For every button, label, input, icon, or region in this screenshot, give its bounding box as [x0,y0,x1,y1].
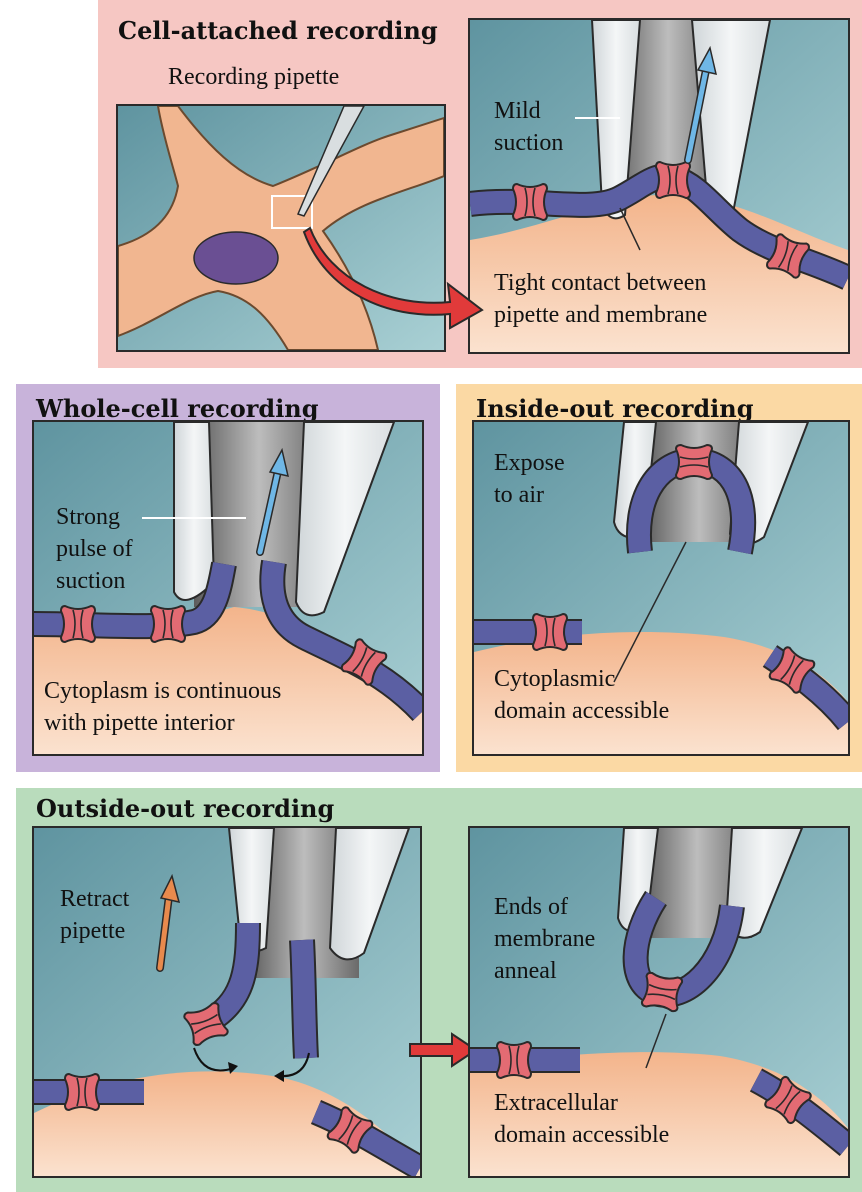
expose-air-label-line1: Expose [494,448,565,478]
recording-pipette-label: Recording pipette [168,62,339,92]
cytoplasmic-domain-label-line1: Cytoplasmic [494,664,615,694]
expose-air-label-line2: to air [494,480,544,510]
transition-arrow-icon [300,210,490,330]
retract-pipette-label-line1: Retract [60,884,129,914]
strong-suction-label-line2: pulse of [56,534,133,564]
retract-panel [32,826,422,1178]
outside-out-title: Outside-out recording [36,794,334,823]
mild-suction-label-line2: suction [494,128,563,158]
extracellular-domain-label-line2: domain accessible [494,1120,669,1150]
strong-suction-label-line3: suction [56,566,125,596]
extracellular-domain-label-line1: Extracellular [494,1088,618,1118]
ends-anneal-label-line3: anneal [494,956,557,986]
cytoplasm-continuous-label-line1: Cytoplasm is continuous [44,676,281,706]
tight-contact-label-line2: pipette and membrane [494,300,707,330]
cell-attached-title: Cell-attached recording [118,16,438,45]
ends-anneal-label-line2: membrane [494,924,595,954]
cytoplasm-continuous-label-line2: with pipette interior [44,708,235,738]
whole-cell-title: Whole-cell recording [36,394,319,423]
strong-suction-label-line1: Strong [56,502,120,532]
mild-suction-label-line1: Mild [494,96,541,126]
cytoplasmic-domain-label-line2: domain accessible [494,696,669,726]
retract-pipette-label-line2: pipette [60,916,125,946]
ends-anneal-label-line1: Ends of [494,892,568,922]
inside-out-title: Inside-out recording [476,394,754,423]
tight-contact-label-line1: Tight contact between [494,268,706,298]
